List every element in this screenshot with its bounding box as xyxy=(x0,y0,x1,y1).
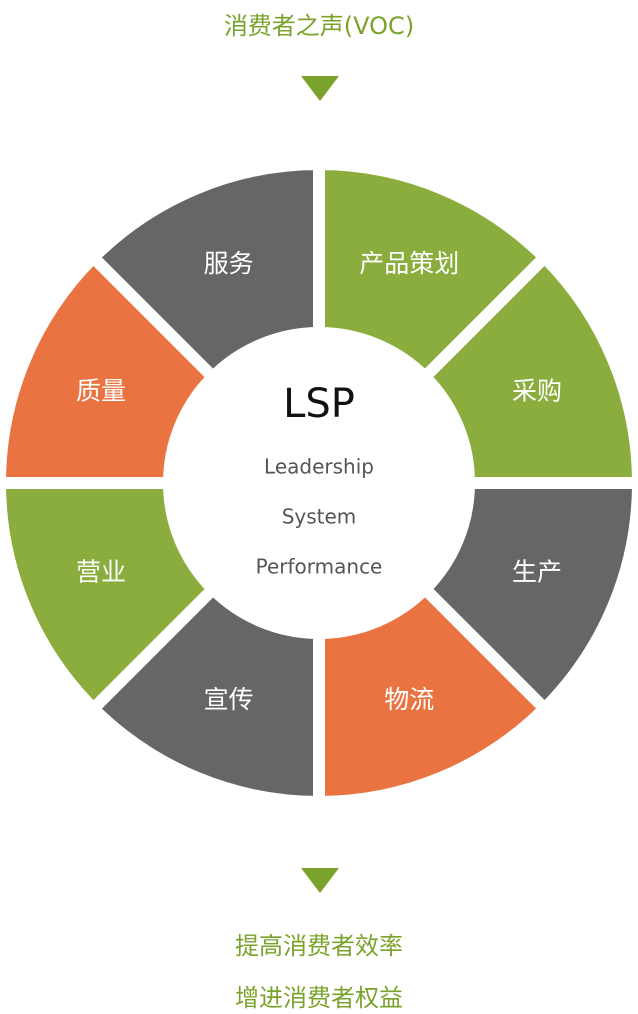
center-line-performance: Performance xyxy=(256,555,383,579)
down-arrow-icon-bottom xyxy=(301,868,339,893)
segment-label: 产品策划 xyxy=(359,249,459,278)
segment-label: 物流 xyxy=(384,685,434,714)
bottom-line-2: 增进消费者权益 xyxy=(235,984,403,1012)
center-circle xyxy=(164,328,474,638)
center-title: LSP xyxy=(283,381,355,427)
top-title: 消费者之声(VOC) xyxy=(223,12,415,40)
segment-label: 采购 xyxy=(512,377,562,406)
segment-label: 生产 xyxy=(512,557,562,586)
bottom-line-1: 提高消费者效率 xyxy=(235,932,403,960)
down-arrow-icon-top xyxy=(301,76,339,101)
center-line-system: System xyxy=(282,505,357,529)
segment-label: 营业 xyxy=(76,557,126,586)
center-line-leadership: Leadership xyxy=(264,455,374,479)
segment-label: 服务 xyxy=(204,249,254,278)
segment-label: 宣传 xyxy=(204,685,254,714)
segment-label: 质量 xyxy=(76,377,126,406)
